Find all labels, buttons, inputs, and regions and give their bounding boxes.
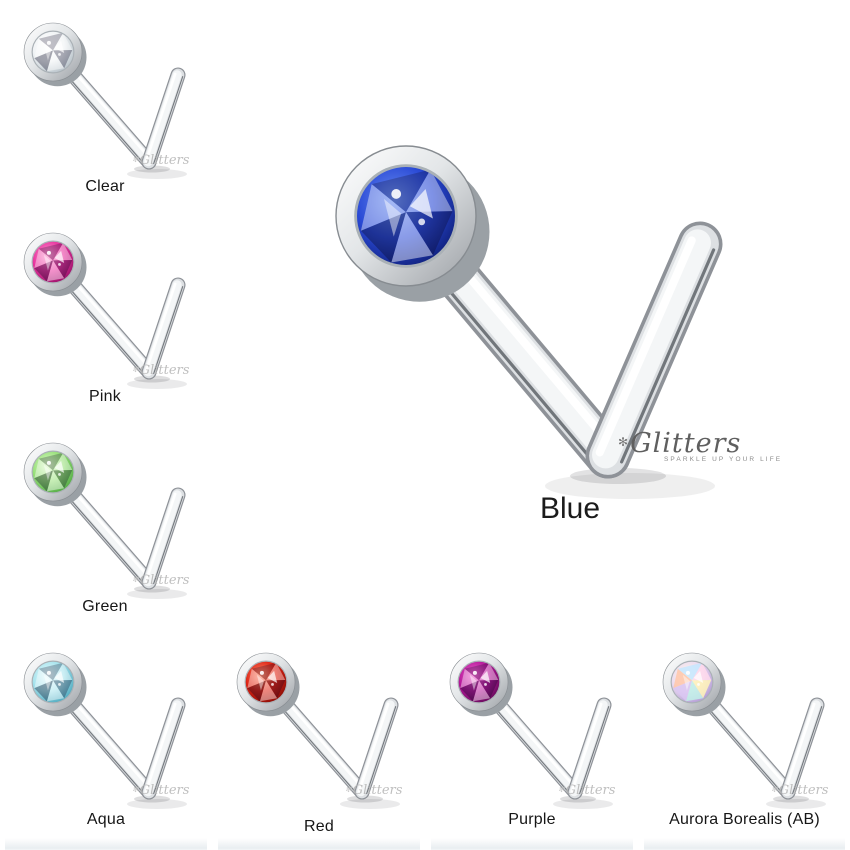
photo-edge-shading — [218, 838, 420, 850]
nose-stud-image-clear — [23, 22, 187, 179]
variant-label-purple: Purple — [508, 811, 556, 828]
brand-watermark-text: Glitters — [139, 363, 190, 378]
main-variant-label: Blue — [539, 492, 601, 525]
brand-watermark-text: Glitters — [352, 783, 403, 798]
brand-watermark-text: Glitters — [139, 153, 190, 168]
brand-mark-icon: ✻ — [618, 435, 629, 449]
brand-mark-icon: ✻ — [132, 575, 139, 584]
brand-watermark-text: Glitters — [139, 783, 190, 798]
brand-tagline: SPARKLE UP YOUR LIFE — [664, 456, 783, 463]
brand-watermark: ✻Glitters — [345, 783, 402, 798]
nose-stud-image-pink — [23, 232, 187, 389]
variant-label-clear: Clear — [85, 178, 125, 195]
variant-label-aurora-borealis: Aurora Borealis (AB) — [669, 811, 820, 828]
variant-label-red: Red — [304, 818, 334, 835]
brand-watermark: ✻Glitters — [132, 783, 189, 798]
photo-edge-shading — [644, 838, 845, 850]
brand-mark-icon: ✻ — [771, 785, 778, 794]
variant-label-green: Green — [82, 598, 128, 615]
brand-mark-icon: ✻ — [558, 785, 565, 794]
variant-thumbnail-purple[interactable]: ✻Glitters Purple — [426, 630, 638, 850]
variant-thumbnail-red[interactable]: ✻Glitters Red — [213, 630, 425, 850]
main-product-image-blue[interactable]: ✻Glitters SPARKLE UP YOUR LIFE Blue — [210, 0, 850, 630]
variant-thumbnail-clear[interactable]: ✻Glitters Clear — [0, 0, 210, 210]
nose-stud-image-aurora-borealis — [662, 652, 826, 809]
brand-watermark-text: Glitters — [565, 783, 616, 798]
variant-label-aqua: Aqua — [86, 811, 126, 828]
brand-watermark: ✻Glitters SPARKLE UP YOUR LIFE — [618, 428, 818, 463]
nose-stud-image-blue — [335, 145, 723, 499]
photo-edge-shading — [5, 838, 207, 850]
variant-thumbnail-aqua[interactable]: ✻Glitters Aqua — [0, 630, 212, 850]
photo-edge-shading — [431, 838, 633, 850]
brand-watermark: ✻Glitters — [558, 783, 615, 798]
brand-mark-icon: ✻ — [345, 785, 352, 794]
brand-watermark-text: Glitters — [630, 428, 742, 459]
brand-mark-icon: ✻ — [132, 785, 139, 794]
variant-thumbnail-green[interactable]: ✻Glitters Green — [0, 420, 210, 630]
brand-watermark: ✻Glitters — [132, 573, 189, 588]
nose-stud-image-red — [236, 652, 400, 809]
brand-watermark-text: Glitters — [778, 783, 829, 798]
brand-mark-icon: ✻ — [132, 365, 139, 374]
nose-stud-image-green — [23, 442, 187, 599]
brand-watermark: ✻Glitters — [132, 363, 189, 378]
brand-watermark: ✻Glitters — [132, 153, 189, 168]
variant-thumbnail-aurora-borealis[interactable]: ✻Glitters Aurora Borealis (AB) — [639, 630, 850, 850]
brand-watermark-text: Glitters — [139, 573, 190, 588]
variant-thumbnail-pink[interactable]: ✻Glitters Pink — [0, 210, 210, 420]
variant-label-pink: Pink — [89, 388, 121, 405]
brand-watermark: ✻Glitters — [771, 783, 828, 798]
nose-stud-image-purple — [449, 652, 613, 809]
nose-stud-image-aqua — [23, 652, 187, 809]
brand-mark-icon: ✻ — [132, 155, 139, 164]
